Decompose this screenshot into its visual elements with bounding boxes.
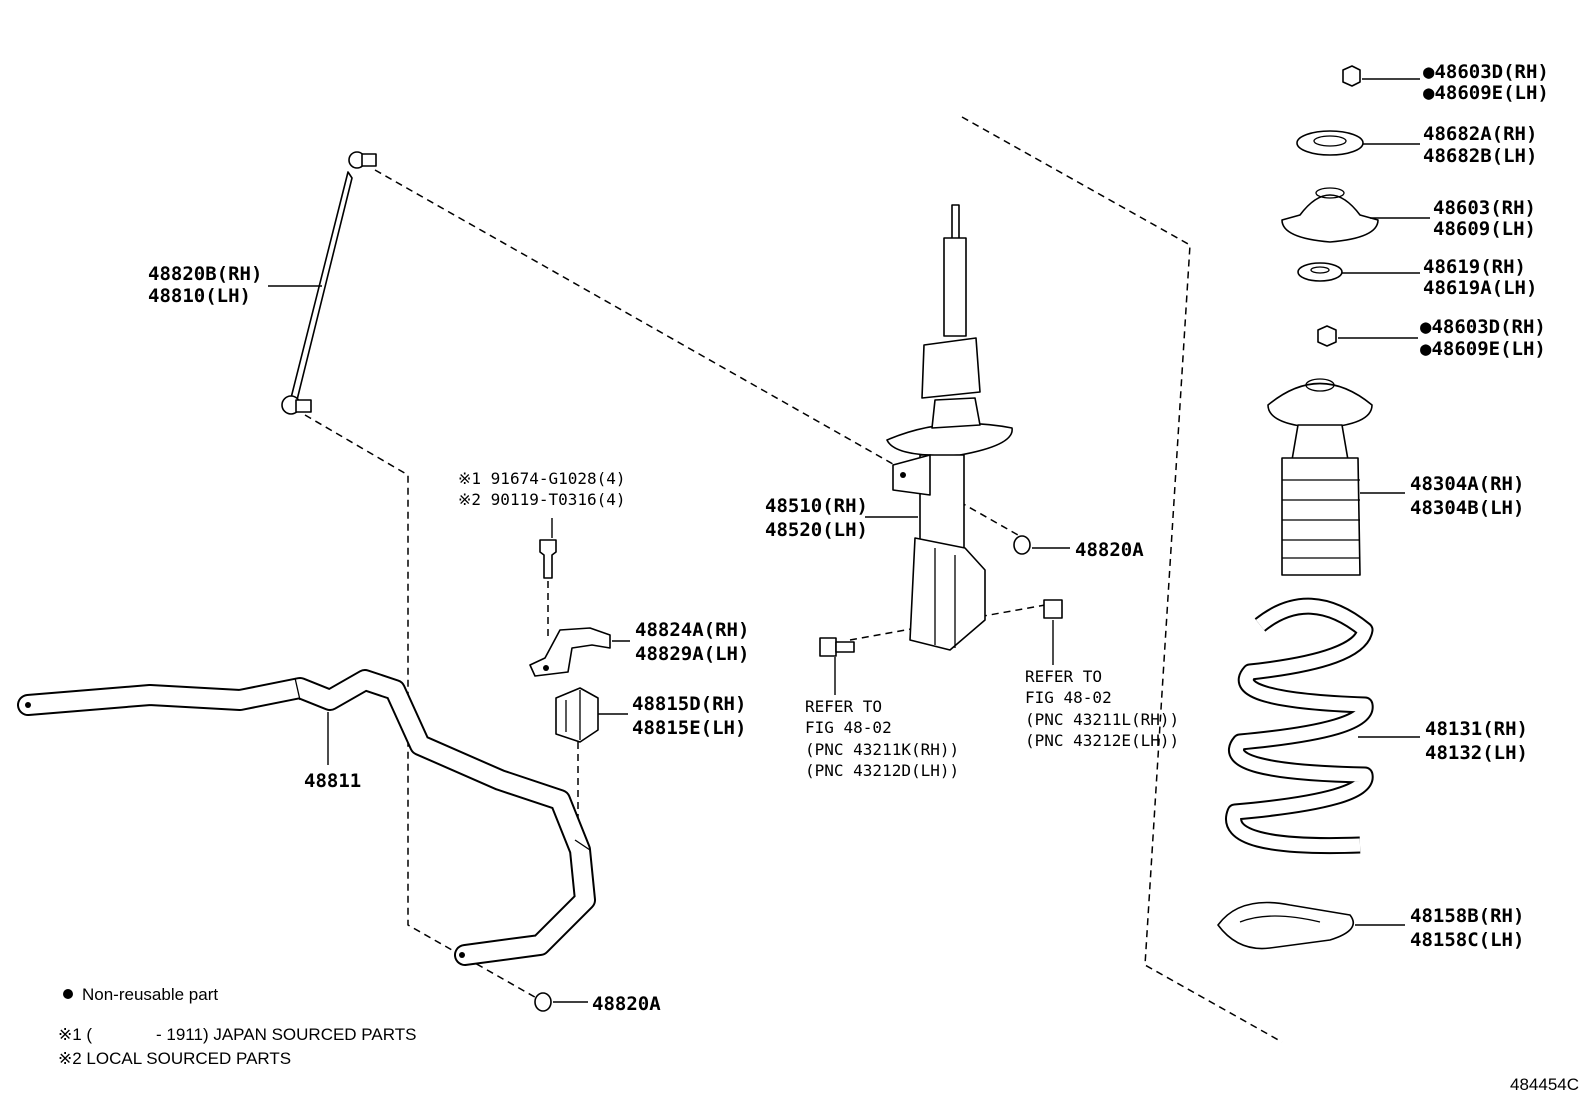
label-mount-lh: 48609(LH) bbox=[1433, 218, 1536, 240]
label-bushing-lh: 48815E(LH) bbox=[632, 717, 746, 739]
label-mid-nut-lh: ●48609E(LH) bbox=[1420, 338, 1546, 360]
label-bumper-lh: 48304B(LH) bbox=[1410, 497, 1524, 519]
label-bolt-local: ※2 90119-T0316(4) bbox=[458, 490, 626, 509]
bracket bbox=[529, 627, 611, 677]
spring-insulator bbox=[1217, 901, 1355, 950]
legend-non-reusable: Non-reusable part bbox=[82, 985, 218, 1004]
label-bearing-rh: 48682A(RH) bbox=[1423, 123, 1537, 145]
label-upper-nut-rh: ●48603D(RH) bbox=[1423, 61, 1549, 83]
label-bracket-lh: 48829A(LH) bbox=[635, 643, 749, 665]
label-link-lh: 48810(LH) bbox=[148, 285, 251, 307]
label-stabilizer-bar: 48811 bbox=[304, 770, 361, 792]
label-link-rh: 48820B(RH) bbox=[148, 263, 262, 285]
stabilizer-link bbox=[281, 151, 377, 415]
label-bearing-lh: 48682B(LH) bbox=[1423, 145, 1537, 167]
link-nut-lower bbox=[534, 992, 552, 1012]
label-insulator-lh: 48158C(LH) bbox=[1410, 929, 1524, 951]
label-bushing-rh: 48815D(RH) bbox=[632, 693, 746, 715]
refer-left-line4: (PNC 43212D(LH)) bbox=[805, 761, 959, 780]
bearing bbox=[1296, 130, 1364, 156]
shock-absorber bbox=[886, 204, 1013, 651]
leader-lines bbox=[268, 78, 1430, 1003]
knuckle-nut bbox=[1043, 599, 1063, 619]
label-insulator-rh: 48158B(RH) bbox=[1410, 905, 1524, 927]
refer-right-line2: FIG 48-02 bbox=[1025, 688, 1112, 707]
coil-spring bbox=[1225, 597, 1374, 855]
label-washer-lh: 48619A(LH) bbox=[1423, 277, 1537, 299]
legend: Non-reusable part ※1 ( - 1911) JAPAN SOU… bbox=[58, 985, 416, 1068]
legend-note1-text: - 1911) JAPAN SOURCED PARTS bbox=[156, 1025, 416, 1044]
strut-mount bbox=[1281, 187, 1379, 243]
figure-id: 484454C bbox=[1510, 1075, 1579, 1094]
label-bracket-rh: 48824A(RH) bbox=[635, 619, 749, 641]
refer-right-line1: REFER TO bbox=[1025, 667, 1102, 686]
bracket-bolt bbox=[539, 539, 557, 579]
refer-left-line3: (PNC 43211K(RH)) bbox=[805, 740, 959, 759]
label-bolt-japan: ※1 91674-G1028(4) bbox=[458, 469, 626, 488]
refer-left-line1: REFER TO bbox=[805, 697, 882, 716]
upper-nut bbox=[1342, 65, 1361, 87]
label-spring-rh: 48131(RH) bbox=[1425, 718, 1528, 740]
assembly-guides bbox=[304, 116, 1283, 1043]
label-washer-rh: 48619(RH) bbox=[1423, 256, 1526, 278]
stabilizer-bar bbox=[17, 669, 596, 966]
refer-right-line4: (PNC 43212E(LH)) bbox=[1025, 731, 1179, 750]
mid-nut bbox=[1317, 325, 1337, 347]
label-strut-lh: 48520(LH) bbox=[765, 519, 868, 541]
washer bbox=[1297, 262, 1343, 282]
label-upper-nut-lh: ●48609E(LH) bbox=[1423, 82, 1549, 104]
label-link-nut-upper: 48820A bbox=[1075, 539, 1144, 561]
part-labels: ●48603D(RH) ●48609E(LH) 48682A(RH) 48682… bbox=[148, 61, 1549, 1015]
refer-right-line3: (PNC 43211L(RH)) bbox=[1025, 710, 1179, 729]
label-mount-rh: 48603(RH) bbox=[1433, 197, 1536, 219]
bushing bbox=[555, 687, 599, 743]
label-spring-lh: 48132(LH) bbox=[1425, 742, 1528, 764]
bump-stop bbox=[1267, 378, 1373, 576]
link-nut-upper bbox=[1013, 535, 1031, 555]
label-link-nut-lower: 48820A bbox=[592, 993, 661, 1015]
label-bumper-rh: 48304A(RH) bbox=[1410, 473, 1524, 495]
refer-left-line2: FIG 48-02 bbox=[805, 718, 892, 737]
label-strut-rh: 48510(RH) bbox=[765, 495, 868, 517]
knuckle-bolt bbox=[819, 637, 855, 657]
label-mid-nut-rh: ●48603D(RH) bbox=[1420, 316, 1546, 338]
legend-note2: ※2 LOCAL SOURCED PARTS bbox=[58, 1049, 291, 1068]
legend-note1-mark: ※1 ( bbox=[58, 1025, 92, 1044]
non-reusable-dot-icon bbox=[63, 989, 73, 999]
